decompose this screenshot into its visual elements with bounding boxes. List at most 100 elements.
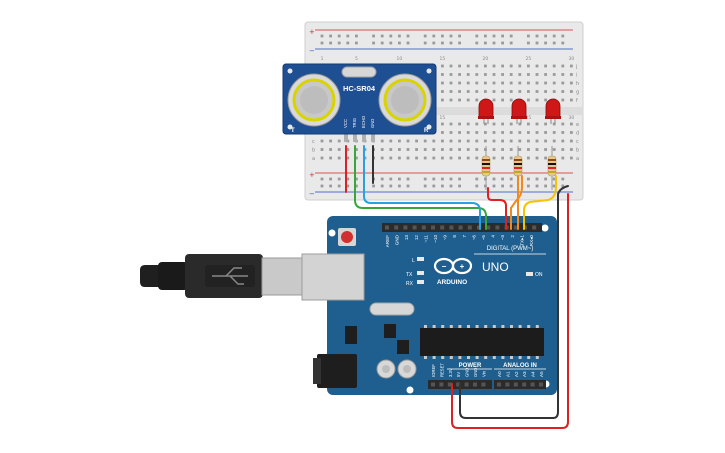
rail-hole: [475, 41, 479, 45]
breadboard-hole: [544, 148, 547, 151]
breadboard-hole: [466, 81, 470, 85]
digital-pin-label: 7: [462, 235, 467, 238]
breadboard-hole: [458, 98, 461, 102]
chip-pin: [501, 325, 505, 328]
breadboard-hole: [544, 73, 547, 76]
header-hole: [431, 225, 435, 230]
usb-plug-metal: [261, 257, 305, 296]
rail-hole: [423, 184, 427, 188]
column-label: 30: [569, 56, 575, 62]
rx-led: [417, 280, 424, 284]
sensor-pin-gnd: [371, 130, 375, 142]
breadboard-hole: [561, 156, 565, 160]
breadboard-hole: [484, 148, 487, 151]
breadboard-hole: [535, 148, 539, 151]
sensor-mark-right: R: [424, 128, 429, 134]
chip-pin: [441, 356, 445, 359]
small-chip: [384, 324, 396, 338]
breadboard-hole: [458, 81, 461, 85]
rail-hole: [492, 184, 496, 188]
rail-hole: [406, 41, 410, 45]
chip-pins: [424, 325, 539, 359]
chip-pin: [518, 356, 522, 359]
breadboard-hole: [355, 156, 358, 160]
rail-hole: [561, 177, 565, 181]
header-hole: [513, 382, 518, 387]
breadboard-hole: [466, 90, 470, 93]
breadboard-hole: [535, 122, 539, 126]
rail-hole: [346, 41, 350, 45]
breadboard-hole: [466, 131, 470, 134]
breadboard-hole: [466, 73, 470, 76]
breadboard-hole: [552, 148, 556, 151]
chip-pin: [432, 325, 436, 328]
rail-hole: [527, 34, 530, 38]
resistor: [481, 146, 491, 190]
header-hole: [394, 225, 399, 230]
breadboard-hole: [527, 90, 530, 93]
row-label: a: [312, 156, 315, 162]
sensor-mount-hole: [287, 68, 293, 74]
chip-pin: [424, 325, 427, 328]
breadboard-hole: [475, 90, 479, 93]
chip-pin: [510, 325, 513, 328]
rail-hole: [406, 177, 410, 181]
breadboard-hole: [501, 131, 504, 134]
breadboard-hole: [415, 156, 418, 160]
usb-icon: [212, 267, 248, 285]
resistor-band: [482, 159, 490, 161]
rail-hole: [355, 184, 358, 188]
breadboard-hole: [492, 156, 496, 160]
breadboard-hole: [320, 139, 324, 143]
rail-hole: [552, 34, 556, 38]
rail-hole: [501, 184, 504, 188]
breadboard-hole: [570, 64, 573, 68]
reset-button[interactable]: [341, 231, 353, 243]
chip-pin: [501, 356, 505, 359]
voltage-regulator: [345, 326, 357, 344]
rail-hole: [346, 177, 350, 181]
rail-hole: [544, 177, 547, 181]
row-label: g: [576, 90, 579, 96]
column-label: 10: [397, 56, 403, 62]
breadboard-hole: [535, 64, 539, 68]
breadboard-hole: [449, 156, 453, 160]
resistor-band: [514, 171, 522, 173]
breadboard-hole: [535, 156, 539, 160]
rail-hole: [458, 177, 461, 181]
led-rim: [478, 116, 494, 119]
row-label: a: [576, 156, 579, 162]
wire-sensor-echo: [363, 145, 481, 227]
rail-hole: [406, 184, 410, 188]
column-label: 20: [483, 56, 489, 62]
on-label: ON: [535, 272, 543, 278]
rail-hole: [329, 177, 332, 181]
digital-pin-label: ~3: [500, 235, 505, 241]
wire-led1: [487, 187, 507, 227]
chip-pin: [441, 325, 445, 328]
breadboard-hole: [501, 98, 504, 102]
rail-hole: [398, 41, 401, 45]
breadboard-hole: [466, 148, 470, 151]
breadboard-hole: [398, 156, 401, 160]
rail-hole: [346, 184, 350, 188]
chip-pin: [527, 356, 531, 359]
breadboard-hole: [415, 139, 418, 143]
small-chip: [397, 340, 409, 354]
led-rim: [511, 116, 527, 119]
breadboard-hole: [458, 122, 461, 126]
rail-hole: [432, 184, 436, 188]
wire-led3: [523, 175, 557, 227]
rail-hole: [355, 34, 358, 38]
rail-hole: [423, 177, 427, 181]
breadboard-hole: [423, 156, 427, 160]
breadboard-hole: [509, 90, 513, 93]
breadboard-hole: [458, 64, 461, 68]
breadboard-hole: [527, 64, 530, 68]
breadboard-hole: [484, 73, 487, 76]
digital-pin-label: ~5: [481, 235, 486, 241]
digital-pin-label: 8: [452, 235, 457, 238]
row-label: c: [312, 139, 315, 145]
breadboard-hole: [501, 73, 504, 76]
tx-led: [417, 271, 424, 275]
